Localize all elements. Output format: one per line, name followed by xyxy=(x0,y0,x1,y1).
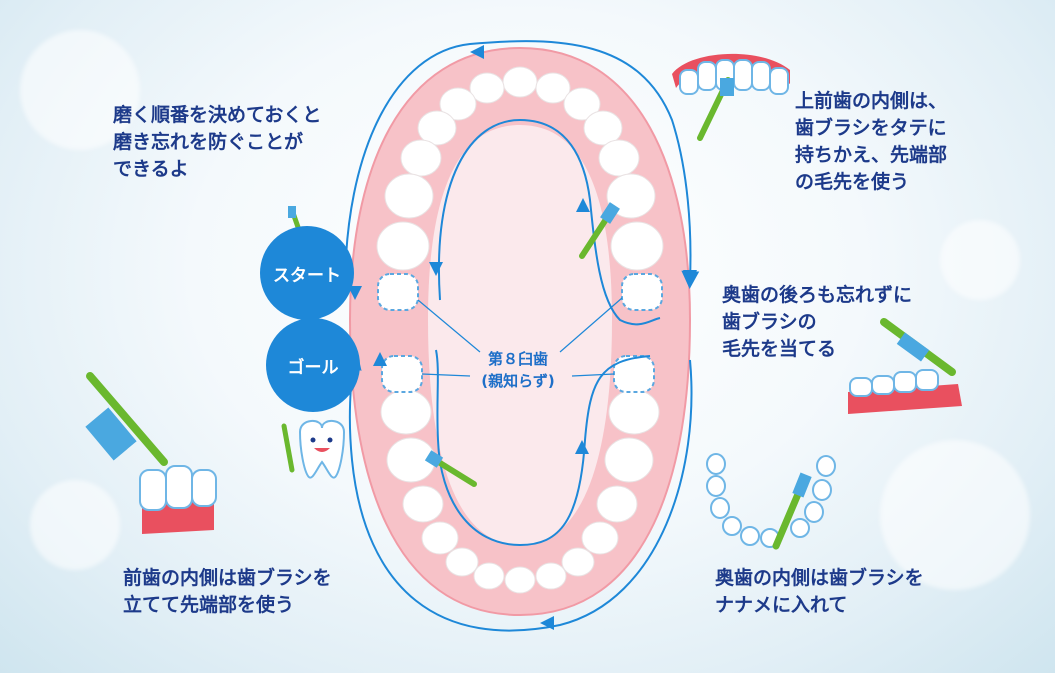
wisdom-tooth-label-line1: 第８臼歯 xyxy=(487,350,548,368)
note-line: 奥歯の内側は歯ブラシを xyxy=(715,567,924,589)
note-line: 磨き忘れを防ぐことが xyxy=(113,131,304,153)
toothbrush-icon xyxy=(579,202,620,259)
note-bottom-right: 奥歯の内側は歯ブラシを ナナメに入れて xyxy=(715,565,924,619)
outer-brushing-path-lower xyxy=(344,351,693,632)
inner-brushing-path-lower xyxy=(435,349,651,547)
arrow-icon xyxy=(540,616,554,630)
note-line: 立てて先端部を使う xyxy=(123,594,295,616)
lower-teeth xyxy=(380,389,660,594)
note-top-left: 磨く順番を決めておくと 磨き忘れを防ぐことが できるよ xyxy=(113,102,321,183)
arrow-icon xyxy=(429,262,443,276)
palate xyxy=(428,125,612,545)
note-line: 歯ブラシの xyxy=(722,311,817,333)
arrow-icon xyxy=(683,270,697,284)
upper-teeth xyxy=(376,66,664,271)
note-line: できるよ xyxy=(113,158,189,180)
note-middle-right: 奥歯の後ろも忘れずに 歯ブラシの 毛先を当てる xyxy=(722,282,912,363)
arrow-icon xyxy=(576,198,590,212)
wisdom-tooth-label: 第８臼歯 (親知らず) xyxy=(452,348,584,392)
lower-arch-icon xyxy=(706,453,836,548)
note-bottom-left: 前歯の内側は歯ブラシを 立てて先端部を使う xyxy=(123,565,332,619)
note-line: 上前歯の内側は、 xyxy=(795,90,948,112)
tooth-mascot-icon xyxy=(281,420,346,479)
goal-label: ゴール xyxy=(266,318,360,412)
upper-teeth-icon xyxy=(672,53,790,141)
note-line: 奥歯の後ろも忘れずに xyxy=(722,284,913,306)
bokeh-light xyxy=(30,480,120,570)
note-line: ナナメに入れて xyxy=(715,594,848,616)
toothbrush-icon xyxy=(772,472,812,550)
arrow-icon xyxy=(348,286,362,300)
wisdom-tooth-label-line2: (親知らず) xyxy=(481,372,555,390)
bokeh-light xyxy=(20,30,140,150)
lower-teeth-icon xyxy=(848,318,962,414)
start-label: スタート xyxy=(260,226,354,320)
note-line: 歯ブラシをタテに xyxy=(795,117,947,139)
front-teeth-icon xyxy=(85,372,217,534)
note-top-right: 上前歯の内側は、 歯ブラシをタテに 持ちかえ、先端部 の毛先を使う xyxy=(795,88,947,196)
inner-brushing-path xyxy=(438,118,661,326)
note-line: 持ちかえ、先端部 xyxy=(795,144,948,166)
wisdom-tooth-lower-left xyxy=(381,355,423,393)
arrow-icon xyxy=(575,440,589,454)
arrow-icon xyxy=(470,45,484,59)
bokeh-light xyxy=(880,440,1030,590)
note-line: 前歯の内側は歯ブラシを xyxy=(123,567,332,589)
arrow-icon xyxy=(373,352,387,366)
wisdom-tooth-upper-right xyxy=(621,273,663,311)
note-line: 磨く順番を決めておくと xyxy=(113,104,322,126)
wisdom-tooth-upper-left xyxy=(377,273,419,311)
outer-brushing-path xyxy=(344,40,700,291)
toothbrush-icon xyxy=(424,450,477,487)
note-line: の毛先を使う xyxy=(795,171,910,193)
bokeh-light xyxy=(940,220,1020,300)
note-line: 毛先を当てる xyxy=(722,338,837,360)
